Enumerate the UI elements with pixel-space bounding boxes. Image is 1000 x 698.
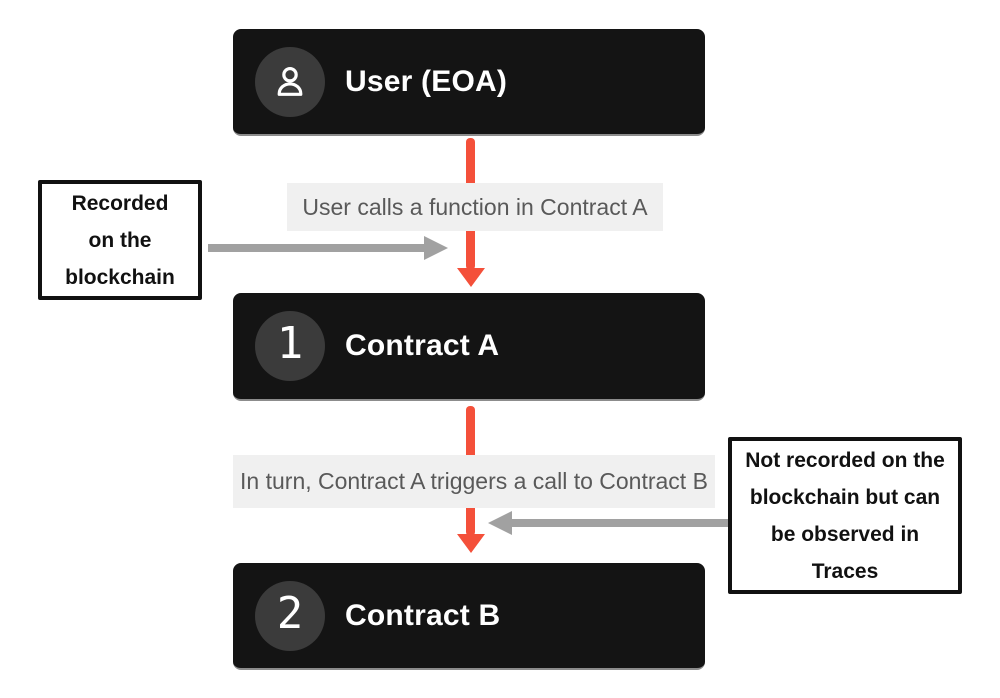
node-contract-b: 2 Contract B [233, 563, 705, 670]
annotation-not-recorded-traces: Not recorded on the blockchain but can b… [728, 437, 962, 594]
arrowhead-contract-a-to-contract-b [457, 534, 485, 553]
annotation-line: Recorded [71, 191, 169, 215]
node-user-title: User (EOA) [345, 64, 508, 98]
arrowhead-not-recorded-annotation [488, 511, 512, 535]
annotation-line: be observed in [770, 522, 920, 546]
arrowhead-user-to-contract-a [457, 268, 485, 287]
annotation-recorded-on-blockchain: Recorded on the blockchain [38, 180, 202, 300]
annotation-line: blockchain but can [749, 485, 941, 509]
arrow-recorded-annotation [208, 244, 426, 252]
annotation-line: on the [88, 228, 152, 252]
node-contract-a-title: Contract A [345, 329, 500, 362]
annotation-line: blockchain [65, 265, 175, 289]
arrowhead-recorded-annotation [424, 236, 448, 260]
node-user-eoa: User (EOA) [233, 29, 705, 136]
annotation-line: Not recorded on the [745, 448, 945, 472]
step-1-number: 1 [276, 318, 304, 369]
user-icon [255, 46, 325, 117]
edge-label-contract-a-triggers: In turn, Contract A triggers a call to C… [233, 455, 715, 508]
edge-label-user-calls: User calls a function in Contract A [287, 183, 663, 231]
step-2-badge: 2 [255, 580, 325, 651]
step-2-number: 2 [276, 587, 304, 639]
annotation-line: Traces [811, 559, 879, 583]
step-1-badge: 1 [255, 311, 325, 381]
arrow-not-recorded-annotation [512, 519, 728, 527]
node-contract-a: 1 Contract A [233, 293, 705, 401]
node-contract-b-title: Contract B [345, 598, 501, 632]
